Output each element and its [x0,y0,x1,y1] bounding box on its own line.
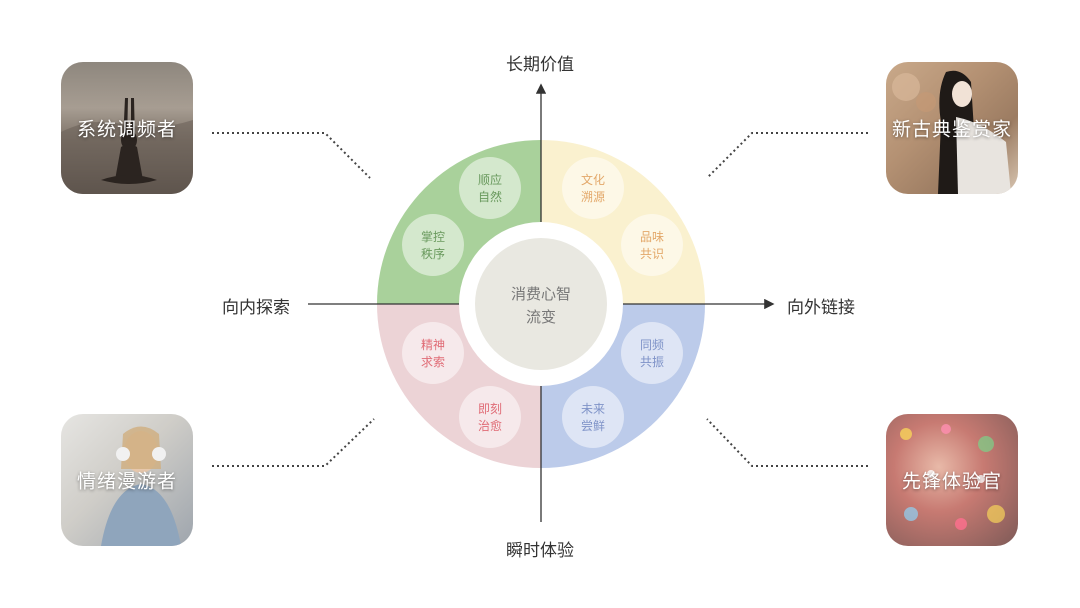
node-label-top-left-1-line2: 自然 [478,189,502,204]
persona-card-top-right[interactable]: 新古典鉴赏家 [886,62,1018,194]
node-label-top-right-2-line2: 共识 [640,247,664,261]
persona-card-top-left[interactable]: 系统调频者 [61,62,193,194]
persona-label-bottom-right: 先锋体验官 [886,467,1018,494]
node-bottom-right-1 [621,322,683,384]
node-label-top-left-1-line1: 顺应 [478,172,502,187]
center-circle [475,238,607,370]
node-label-bottom-left-2-line1: 即刻 [478,402,502,416]
persona-label-top-left: 系统调频者 [61,115,193,142]
persona-label-bottom-left: 情绪漫游者 [61,467,193,494]
node-label-top-right-2-line1: 品味 [640,230,664,244]
persona-label-top-right: 新古典鉴赏家 [886,115,1018,142]
axis-label-left: 向内探索 [222,293,290,318]
node-bottom-left-2 [459,386,521,448]
connector-top-left [212,133,370,178]
persona-card-bottom-left[interactable]: 情绪漫游者 [61,414,193,546]
axis-label-top: 长期价值 [506,50,574,75]
node-label-bottom-left-1-line1: 精神 [421,338,445,352]
node-bottom-right-2 [562,386,624,448]
node-top-right-1 [562,157,624,219]
node-label-bottom-right-1-line1: 同频 [640,338,664,352]
center-label-line2: 流变 [526,308,556,326]
node-label-top-right-1-line2: 溯源 [581,189,605,204]
node-label-bottom-right-2-line1: 未来 [581,402,605,416]
node-label-top-right-1-line1: 文化 [581,172,605,187]
axis-label-bottom: 瞬时体验 [506,536,574,561]
node-label-bottom-left-1-line2: 求索 [421,355,445,369]
node-top-right-2 [621,214,683,276]
node-top-left-1 [459,157,521,219]
connector-bottom-left [212,419,374,466]
axis-label-right: 向外链接 [787,293,855,318]
node-label-bottom-left-2-line2: 治愈 [478,418,502,433]
connector-top-right [707,133,868,178]
persona-card-bottom-right[interactable]: 先锋体验官 [886,414,1018,546]
node-label-bottom-right-1-line2: 共振 [640,355,664,369]
center-label-line1: 消费心智 [511,285,571,303]
connector-bottom-right [707,419,868,466]
node-label-bottom-right-2-line2: 尝鲜 [581,418,605,433]
node-top-left-2 [402,214,464,276]
node-bottom-left-1 [402,322,464,384]
node-label-top-left-2-line2: 秩序 [421,246,445,261]
node-label-top-left-2-line1: 掌控 [421,230,445,244]
